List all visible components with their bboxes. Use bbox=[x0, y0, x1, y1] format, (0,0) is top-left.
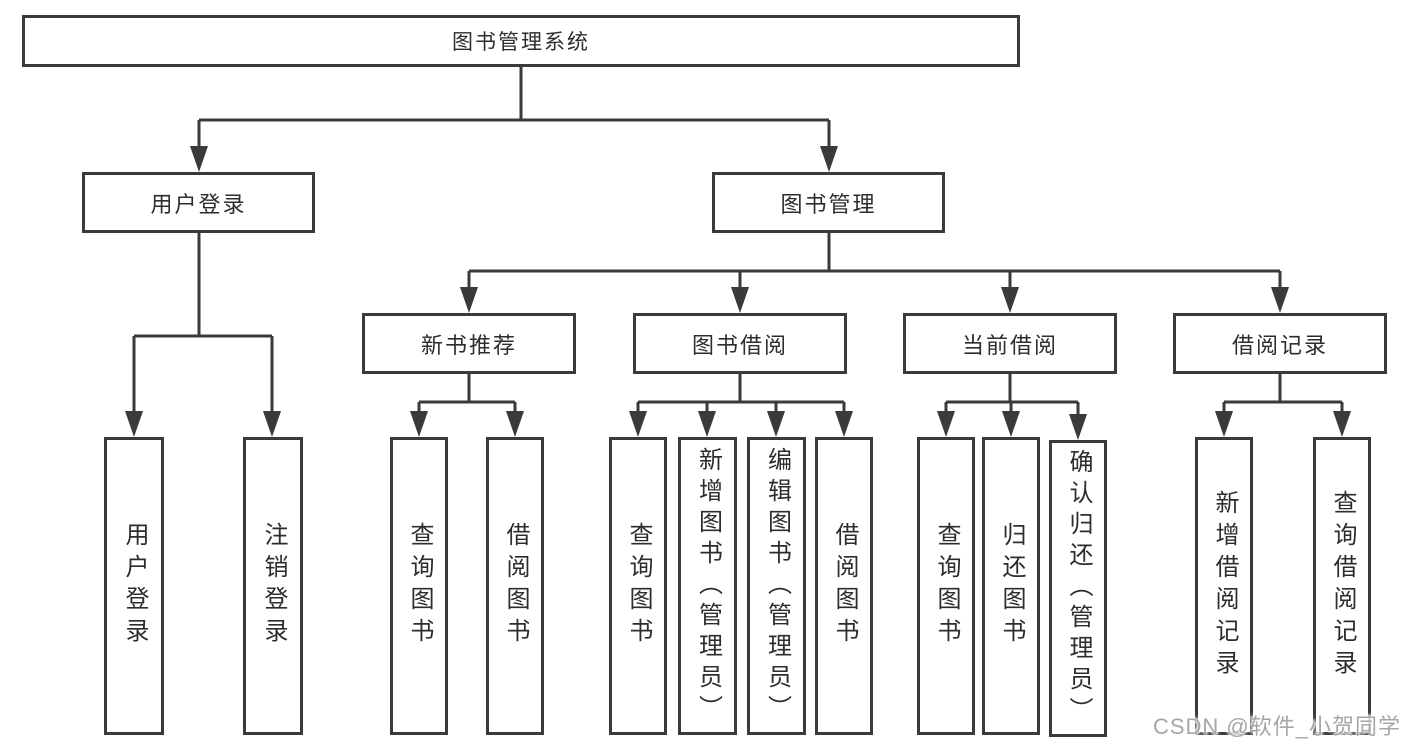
leaf-user-login: 用户登录 bbox=[104, 437, 164, 735]
connector-manage-to-level3 bbox=[460, 233, 1289, 313]
connector-root-to-level2 bbox=[190, 67, 838, 172]
leaf-records-query: 查询借阅记录 bbox=[1313, 437, 1371, 735]
connector-login-to-leaves bbox=[125, 233, 281, 437]
leaf-current-return-books: 归还图书 bbox=[982, 437, 1040, 735]
connector-current-to-leaves bbox=[937, 374, 1087, 440]
leaf-borrow-edit-books-admin: 编辑图书（管理员） bbox=[747, 437, 806, 735]
leaf-rec-borrow-books: 借阅图书 bbox=[486, 437, 544, 735]
leaf-logout: 注销登录 bbox=[243, 437, 303, 735]
node-borrow-records: 借阅记录 bbox=[1173, 313, 1387, 374]
connector-records-to-leaves bbox=[1215, 374, 1351, 437]
leaf-borrow-borrow-books: 借阅图书 bbox=[815, 437, 873, 735]
node-new-book-recommend: 新书推荐 bbox=[362, 313, 576, 374]
leaf-rec-query-books: 查询图书 bbox=[390, 437, 448, 735]
leaf-records-add: 新增借阅记录 bbox=[1195, 437, 1253, 735]
node-user-login: 用户登录 bbox=[82, 172, 315, 233]
leaf-current-confirm-return-admin: 确认归还（管理员） bbox=[1049, 440, 1107, 737]
leaf-borrow-add-books-admin: 新增图书（管理员） bbox=[678, 437, 737, 735]
node-current-borrow: 当前借阅 bbox=[903, 313, 1117, 374]
connector-rec-to-leaves bbox=[410, 374, 524, 437]
node-book-management: 图书管理 bbox=[712, 172, 945, 233]
csdn-watermark: CSDN @软件_小贺同学 bbox=[1152, 714, 1401, 739]
connector-borrow-to-leaves bbox=[629, 374, 853, 437]
node-book-borrow: 图书借阅 bbox=[633, 313, 847, 374]
leaf-current-query-books: 查询图书 bbox=[917, 437, 975, 735]
leaf-borrow-query-books: 查询图书 bbox=[609, 437, 667, 735]
node-root-system: 图书管理系统 bbox=[22, 15, 1020, 67]
